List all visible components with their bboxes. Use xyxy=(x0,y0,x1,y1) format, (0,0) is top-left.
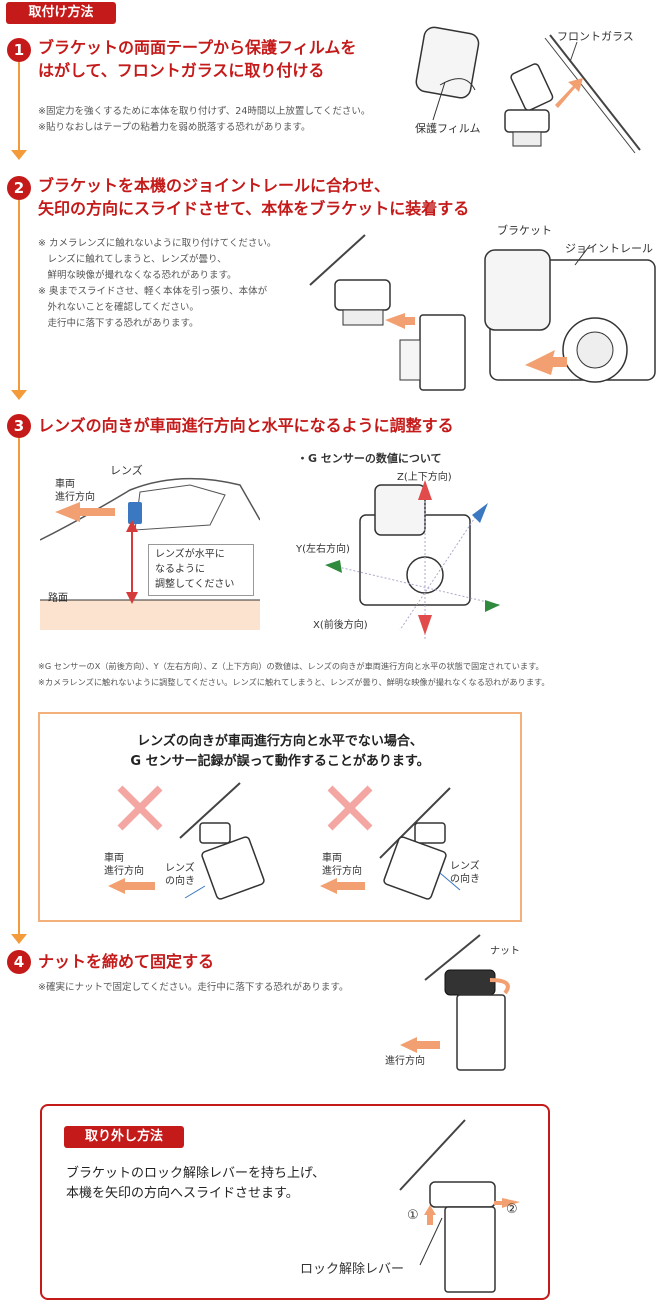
timeline-line-2 xyxy=(18,200,20,392)
removal-illustration xyxy=(399,1119,520,1293)
windshield-label: フロントガラス xyxy=(557,30,634,43)
step-4-notes: ※確実にナットで固定してください。走行中に落下する恐れがあります。 xyxy=(38,982,349,993)
removal-marker-2: ② xyxy=(506,1202,518,1217)
timeline-arrow-3 xyxy=(11,934,27,944)
z-axis-label: Z(上下方向) xyxy=(397,472,452,483)
step-4-direction-label: 進行方向 xyxy=(385,1056,425,1067)
warning-right-vehicle-label: 車両 進行方向 xyxy=(322,853,362,877)
removal-marker-1: ① xyxy=(407,1208,419,1223)
removal-tag: 取り外し方法 xyxy=(64,1126,184,1148)
warning-illustration-right xyxy=(320,785,461,900)
step-2-title-line2: 矢印の方向にスライドさせて、本体をブラケットに装着する xyxy=(38,199,470,218)
step-3-notes: ※G センサーのX（前後方向）、Y（左右方向）、Z（上下方向）の数値は、レンズの… xyxy=(38,661,550,687)
protective-film-label: 保護フィルム xyxy=(415,122,481,135)
step-4-title: ナットを締めて固定する xyxy=(38,952,215,971)
x-axis-label: X(前後方向) xyxy=(313,620,368,631)
timeline-line-3 xyxy=(18,438,20,936)
step-2-title-line1: ブラケットを本機のジョイントレールに合わせ、 xyxy=(38,176,391,195)
car-diagram xyxy=(40,477,260,630)
warning-line2: G センサー記録が誤って動作することがあります。 xyxy=(130,754,430,769)
y-axis-label: Y(左右方向) xyxy=(296,544,350,555)
step-3-title: レンズの向きが車両進行方向と水平になるように調整する xyxy=(38,416,454,435)
warning-left-lens-label: レンズ の向き xyxy=(165,863,195,887)
install-method-tag: 取付け方法 xyxy=(6,2,116,24)
lens-label: レンズ xyxy=(110,464,143,477)
bracket-label: ブラケット xyxy=(497,224,552,237)
step-4-illustration xyxy=(400,934,510,1071)
horizontal-note-box: レンズが水平に なるように 調整してください xyxy=(148,544,254,596)
step-1-title: ブラケットの両面テープから保護フィルムを はがして、フロントガラスに取り付ける xyxy=(38,36,408,82)
step-3-badge: 3 xyxy=(7,414,31,438)
timeline-arrow-2 xyxy=(11,390,27,400)
step-2-title: ブラケットを本機のジョイントレールに合わせ、 矢印の方向にスライドさせて、本体を… xyxy=(38,174,518,220)
step-2-notes: ※ カメラレンズに触れないように取り付けてください。 レンズに触れてしまうと、レ… xyxy=(38,238,277,329)
step-2-badge: 2 xyxy=(7,176,31,200)
removal-text: ブラケットのロック解除レバーを持ち上げ、 本機を矢印の方向へスライドさせます。 xyxy=(66,1166,326,1201)
warning-illustration-left xyxy=(108,782,265,900)
warning-left-vehicle-label: 車両 進行方向 xyxy=(104,853,144,877)
step-1-title-line1: ブラケットの両面テープから保護フィルムを xyxy=(38,38,357,57)
lock-release-lever-label: ロック解除レバー xyxy=(300,1262,405,1277)
step-1-illustration xyxy=(415,26,641,154)
road-label: 路面 xyxy=(48,593,68,604)
step-2-illustration xyxy=(309,234,656,391)
step-4-badge: 4 xyxy=(7,950,31,974)
step-1-notes: ※固定力を強くするために本体を取り付けず、24時間以上放置してください。 ※貼り… xyxy=(38,106,371,133)
gsensor-title: ・G センサーの数値について xyxy=(297,452,442,465)
timeline-line-1 xyxy=(18,62,20,152)
horizontal-note-text: レンズが水平に なるように 調整してください xyxy=(155,549,235,590)
timeline-arrow-1 xyxy=(11,150,27,160)
nut-label: ナット xyxy=(490,946,520,957)
warning-line1: レンズの向きが車両進行方向と水平でない場合、 xyxy=(137,734,423,749)
vehicle-direction-label: 車両 進行方向 xyxy=(55,479,95,503)
step-1-title-line2: はがして、フロントガラスに取り付ける xyxy=(38,61,325,80)
gsensor-diagram xyxy=(325,480,501,640)
warning-text: レンズの向きが車両進行方向と水平でない場合、 G センサー記録が誤って動作するこ… xyxy=(40,732,520,772)
step-1-badge: 1 xyxy=(7,38,31,62)
warning-right-lens-label: レンズ の向き xyxy=(450,861,480,885)
joint-rail-label: ジョイントレール xyxy=(565,242,653,255)
